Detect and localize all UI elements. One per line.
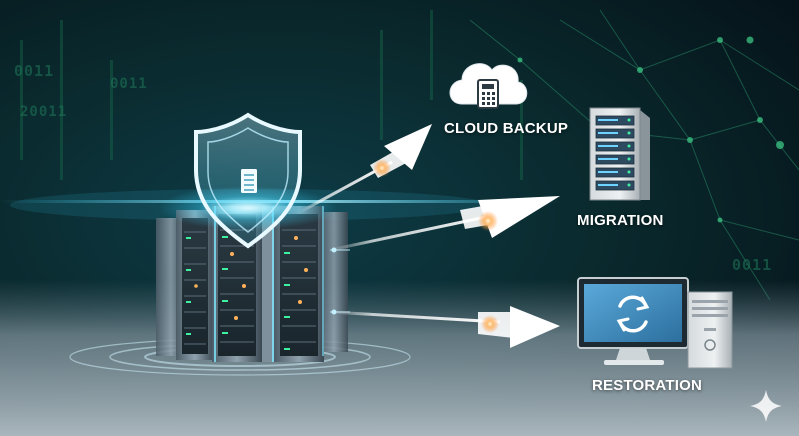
migration-label: MIGRATION xyxy=(577,212,664,229)
arrow-to-migration xyxy=(329,196,560,252)
restoration-label: RESTORATION xyxy=(592,377,702,394)
sparkle-icon xyxy=(750,390,782,422)
computer-icon xyxy=(577,277,733,369)
cloud-backup-label: CLOUD BACKUP xyxy=(444,120,569,137)
arrow-to-cloud xyxy=(299,124,432,214)
lock-icon xyxy=(241,169,257,193)
cloud-icon xyxy=(449,63,528,109)
binary-text-2: 0011 xyxy=(110,76,148,92)
sync-icon xyxy=(616,295,650,333)
server-racks xyxy=(156,206,348,362)
binary-text-1: 0011 xyxy=(14,62,55,80)
binary-text-3: 20011 xyxy=(20,104,68,120)
binary-text-4: 0011 xyxy=(732,256,773,274)
arrow-to-restoration xyxy=(329,306,560,348)
server-icon xyxy=(589,107,650,201)
